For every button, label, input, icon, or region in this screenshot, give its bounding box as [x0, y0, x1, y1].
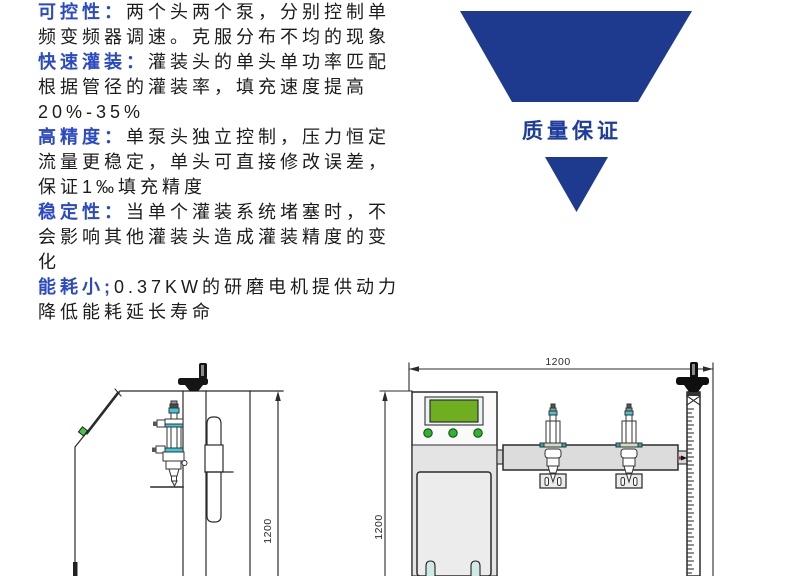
feature-body: 灌装头的单头单功率匹配根据管径的灌装率，填充速度提高20%-35%	[38, 52, 390, 122]
feature-item-high-precision: 高精度：单泵头独立控制，压力恒定流量更稳定，单头可直接修改误差，保证1‰填充精度	[38, 125, 410, 200]
funnel-trapezoid-shape	[460, 11, 692, 102]
led-button	[423, 428, 433, 438]
front-view-height-dim-label: 1200	[373, 514, 385, 540]
feature-item-controllability: 可控性：两个头两个泵，分别控制单频变频器调速。克服分布不均的现象	[38, 0, 410, 50]
scale-tick-marks	[687, 408, 694, 574]
base-foot-mark	[73, 562, 78, 576]
filling-beam	[502, 444, 679, 471]
crank-handle-side	[178, 363, 208, 392]
feature-label: 稳定性：	[38, 202, 126, 222]
feature-body: 两个头两个泵，分别控制单频变频器调速。克服分布不均的现象	[38, 2, 390, 47]
slant-lever	[77, 388, 122, 437]
feature-item-stability: 稳定性：当单个灌装系统堵塞时，不会影响其他灌装头造成灌装精度的变化	[38, 200, 410, 275]
feature-label: 高精度：	[38, 127, 126, 147]
door-handle	[470, 560, 481, 576]
front-view-drawing	[379, 362, 714, 576]
quality-funnel-graphic	[460, 11, 692, 212]
lever-green-knob	[77, 426, 89, 437]
led-button	[473, 428, 483, 438]
front-view-width-dim-label: 1200	[545, 356, 571, 368]
feature-label: 能耗小;	[38, 277, 114, 297]
led-button	[448, 428, 458, 438]
feature-body: 0.37KW的研磨电机提供动力降低能耗延长寿命	[38, 277, 401, 322]
crank-handle-front	[676, 362, 709, 392]
side-view-dimension	[275, 391, 281, 576]
side-view-height-dim-label: 1200	[262, 518, 274, 544]
rail-slider-block	[204, 444, 224, 473]
front-view-dimensions	[379, 362, 714, 576]
feature-item-fast-filling: 快速灌装：灌装头的单头单功率匹配根据管径的灌装率，填充速度提高20%-35%	[38, 50, 410, 125]
scale-column	[686, 391, 701, 576]
feature-body: 单泵头独立控制，压力恒定流量更稳定，单头可直接修改误差，保证1‰填充精度	[38, 127, 390, 197]
filling-head-front	[539, 403, 567, 489]
scale-pointer-arrow	[681, 455, 687, 461]
feature-list: 可控性：两个头两个泵，分别控制单频变频器调速。克服分布不均的现象 快速灌装：灌装…	[38, 0, 410, 325]
filling-head-side	[152, 400, 188, 488]
feature-item-low-energy: 能耗小;0.37KW的研磨电机提供动力降低能耗延长寿命	[38, 275, 410, 325]
funnel-triangle-shape	[545, 157, 608, 212]
rail-slot	[206, 416, 222, 523]
feature-label: 快速灌装：	[38, 52, 148, 72]
control-cabinet	[411, 391, 498, 576]
feature-body: 当单个灌装系统堵塞时，不会影响其他灌装头造成灌装精度的变化	[38, 202, 390, 272]
filling-head-front	[615, 403, 643, 489]
feature-label: 可控性：	[38, 2, 126, 22]
door-handle	[425, 560, 436, 576]
control-screen	[429, 399, 479, 423]
beam-left-connector	[496, 449, 504, 465]
side-view-drawing	[73, 363, 284, 576]
cabinet-door	[416, 471, 492, 576]
quality-assurance-label: 质量保证	[522, 120, 622, 143]
